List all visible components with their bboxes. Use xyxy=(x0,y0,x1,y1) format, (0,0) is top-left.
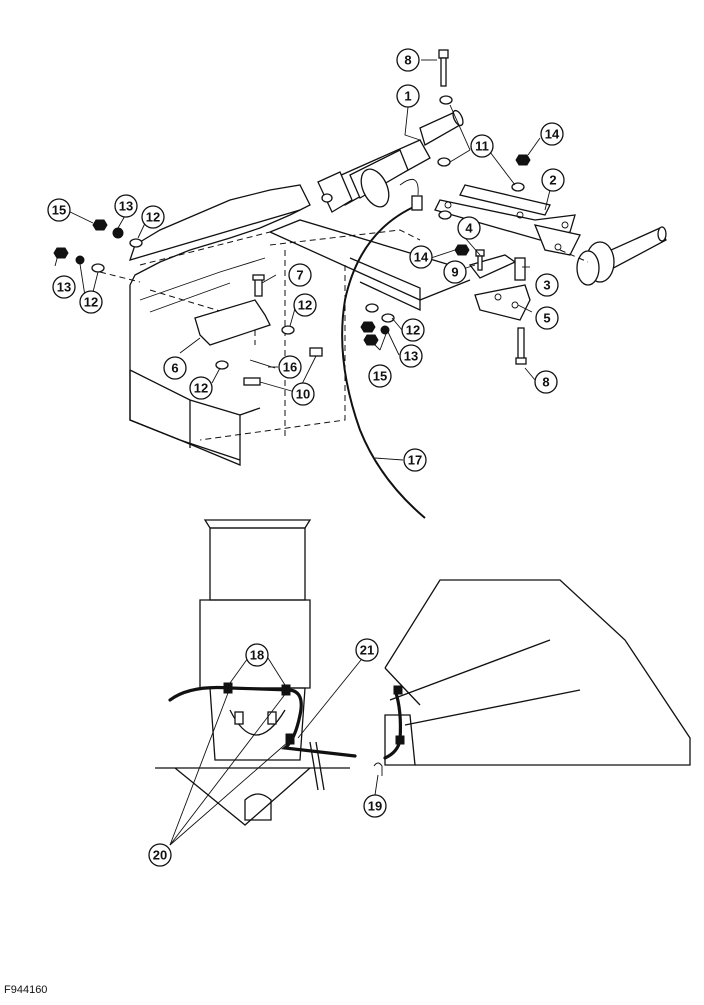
callout-13-a: 13 xyxy=(114,194,138,218)
callout-label: 12 xyxy=(298,298,312,313)
callout-label: 12 xyxy=(146,210,160,225)
callout-20: 20 xyxy=(148,843,172,867)
callout-12-a: 12 xyxy=(141,205,165,229)
callout-12-c: 12 xyxy=(293,293,317,317)
callout-label: 18 xyxy=(250,648,264,663)
callout-label: 12 xyxy=(194,381,208,396)
callout-21: 21 xyxy=(355,638,379,662)
harness-connector xyxy=(411,195,423,211)
callout-7: 7 xyxy=(288,263,312,287)
figure-id: F944160 xyxy=(4,984,48,996)
callout-12-b: 12 xyxy=(79,290,103,314)
callout-11: 11 xyxy=(470,134,494,158)
callout-8-bottom: 8 xyxy=(534,370,558,394)
callout-9: 9 xyxy=(443,260,467,284)
callout-17: 17 xyxy=(403,448,427,472)
callout-label: 5 xyxy=(543,311,550,326)
callout-label: 16 xyxy=(283,360,297,375)
bracket-and-plate xyxy=(468,254,531,321)
callout-label: 13 xyxy=(57,280,71,295)
callout-label: 13 xyxy=(119,199,133,214)
lower-left-view xyxy=(155,519,357,826)
callout-label: 1 xyxy=(404,89,411,104)
callout-6: 6 xyxy=(163,356,187,380)
callout-15-b: 15 xyxy=(368,364,392,388)
callout-18: 18 xyxy=(245,643,269,667)
callout-15-a: 15 xyxy=(47,198,71,222)
callout-label: 12 xyxy=(84,295,98,310)
callout-2: 2 xyxy=(541,168,565,192)
callout-8-top: 8 xyxy=(396,48,420,72)
callout-label: 7 xyxy=(296,268,303,283)
callout-label: 6 xyxy=(171,361,178,376)
callout-label: 17 xyxy=(408,453,422,468)
callout-label: 10 xyxy=(296,387,310,402)
callout-12-d: 12 xyxy=(189,376,213,400)
callout-label: 14 xyxy=(414,250,429,265)
callout-label: 19 xyxy=(368,799,382,814)
callouts: 1 2 3 4 5 6 7 8 8 9 10 11 12 12 12 12 12… xyxy=(47,48,565,867)
callout-14-b: 14 xyxy=(409,245,433,269)
callout-label: 20 xyxy=(153,848,167,863)
callout-label: 15 xyxy=(373,369,387,384)
actuator xyxy=(317,109,464,213)
callout-label: 8 xyxy=(542,375,549,390)
callout-label: 14 xyxy=(545,127,560,142)
callout-label: 4 xyxy=(465,221,473,236)
callout-4: 4 xyxy=(457,216,481,240)
frame-structure xyxy=(99,184,471,466)
callout-1: 1 xyxy=(396,84,420,108)
shaft xyxy=(559,226,667,286)
callout-label: 12 xyxy=(406,323,420,338)
callout-14-a: 14 xyxy=(540,122,564,146)
callout-10: 10 xyxy=(291,382,315,406)
callout-5: 5 xyxy=(535,306,559,330)
callout-label: 2 xyxy=(549,173,556,188)
callout-label: 8 xyxy=(404,53,411,68)
callout-13-c: 13 xyxy=(399,344,423,368)
callout-label: 3 xyxy=(543,278,550,293)
callout-12-e: 12 xyxy=(401,318,425,342)
callout-19: 19 xyxy=(363,794,387,818)
wire-harness xyxy=(341,204,426,519)
callout-label: 13 xyxy=(404,349,418,364)
callout-label: 21 xyxy=(360,643,374,658)
callout-16: 16 xyxy=(278,355,302,379)
mounting-bar xyxy=(434,184,581,256)
callout-13-b: 13 xyxy=(52,275,76,299)
callout-3: 3 xyxy=(535,273,559,297)
callout-label: 9 xyxy=(451,265,458,280)
lower-right-view xyxy=(373,579,691,776)
callout-label: 15 xyxy=(52,203,66,218)
callout-label: 11 xyxy=(475,139,489,154)
mounting-bracket xyxy=(194,299,271,346)
